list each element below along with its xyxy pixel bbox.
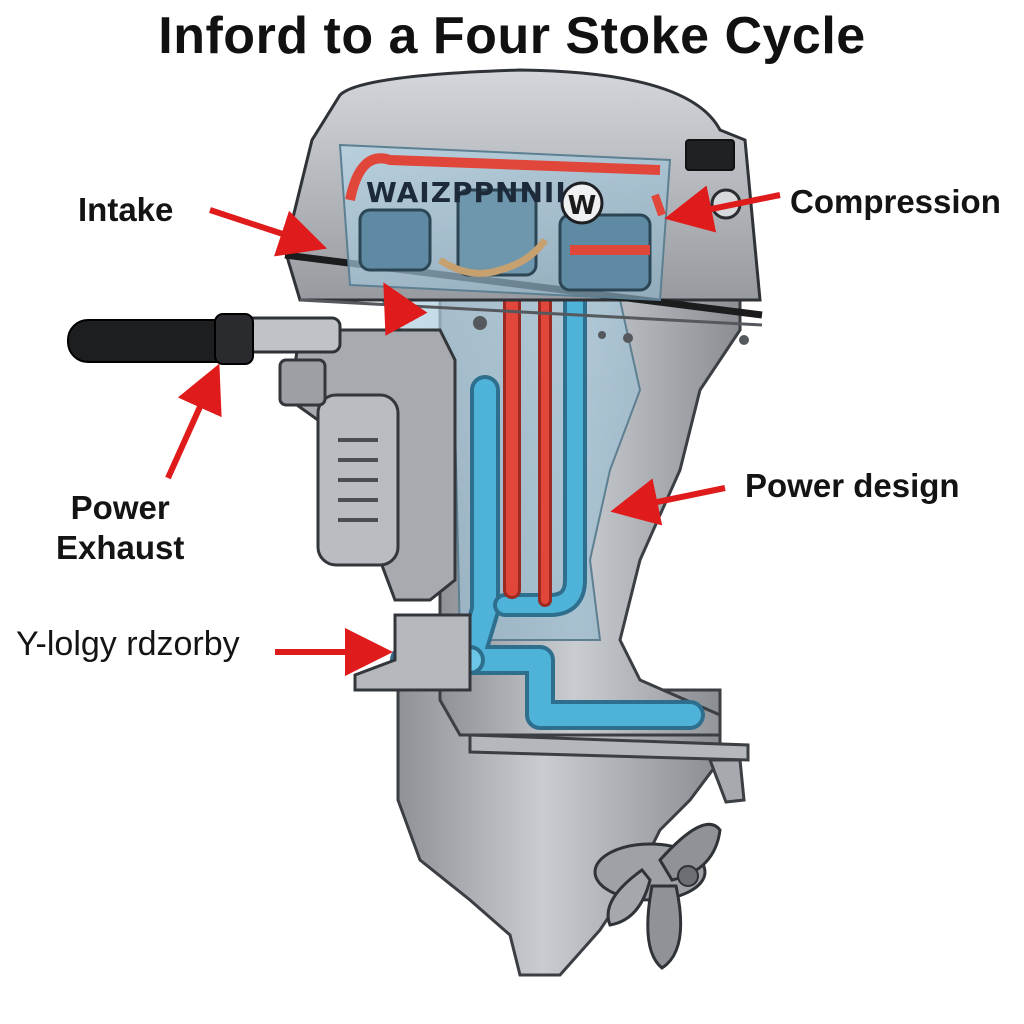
anti-ventilation-plate: [468, 733, 750, 762]
propeller: [593, 822, 722, 970]
label-lower-unit: Y-lolgy rdzorby: [16, 625, 240, 663]
badge-letter: W: [568, 191, 597, 221]
power-design-arrow: [610, 478, 726, 526]
label-power-exhaust-line1: Power: [70, 489, 170, 526]
compression-arrow: [664, 185, 781, 233]
label-compression: Compression: [790, 183, 1001, 220]
label-power-exhaust: Power Exhaust: [56, 488, 184, 568]
tiller-handle: [67, 313, 342, 365]
mounting-bracket: [278, 328, 457, 602]
cylinders: [345, 153, 666, 292]
engine-brand-text: WAIZPPNNII: [366, 176, 567, 209]
bolts: [473, 316, 749, 345]
label-intake: Intake: [78, 191, 174, 228]
label-power-exhaust-line2: Exhaust: [56, 529, 185, 566]
hot-pipes: [503, 291, 552, 607]
callout-arrows: [165, 185, 781, 676]
diagram-title: Inford to a Four Stoke Cycle: [158, 7, 866, 65]
brand-badge: W: [560, 181, 604, 225]
intake-arrow: [209, 207, 328, 257]
intake-inner-arrow: [383, 282, 428, 336]
label-power-design: Power design: [745, 467, 960, 504]
power-exhaust-arrow: [165, 363, 222, 480]
